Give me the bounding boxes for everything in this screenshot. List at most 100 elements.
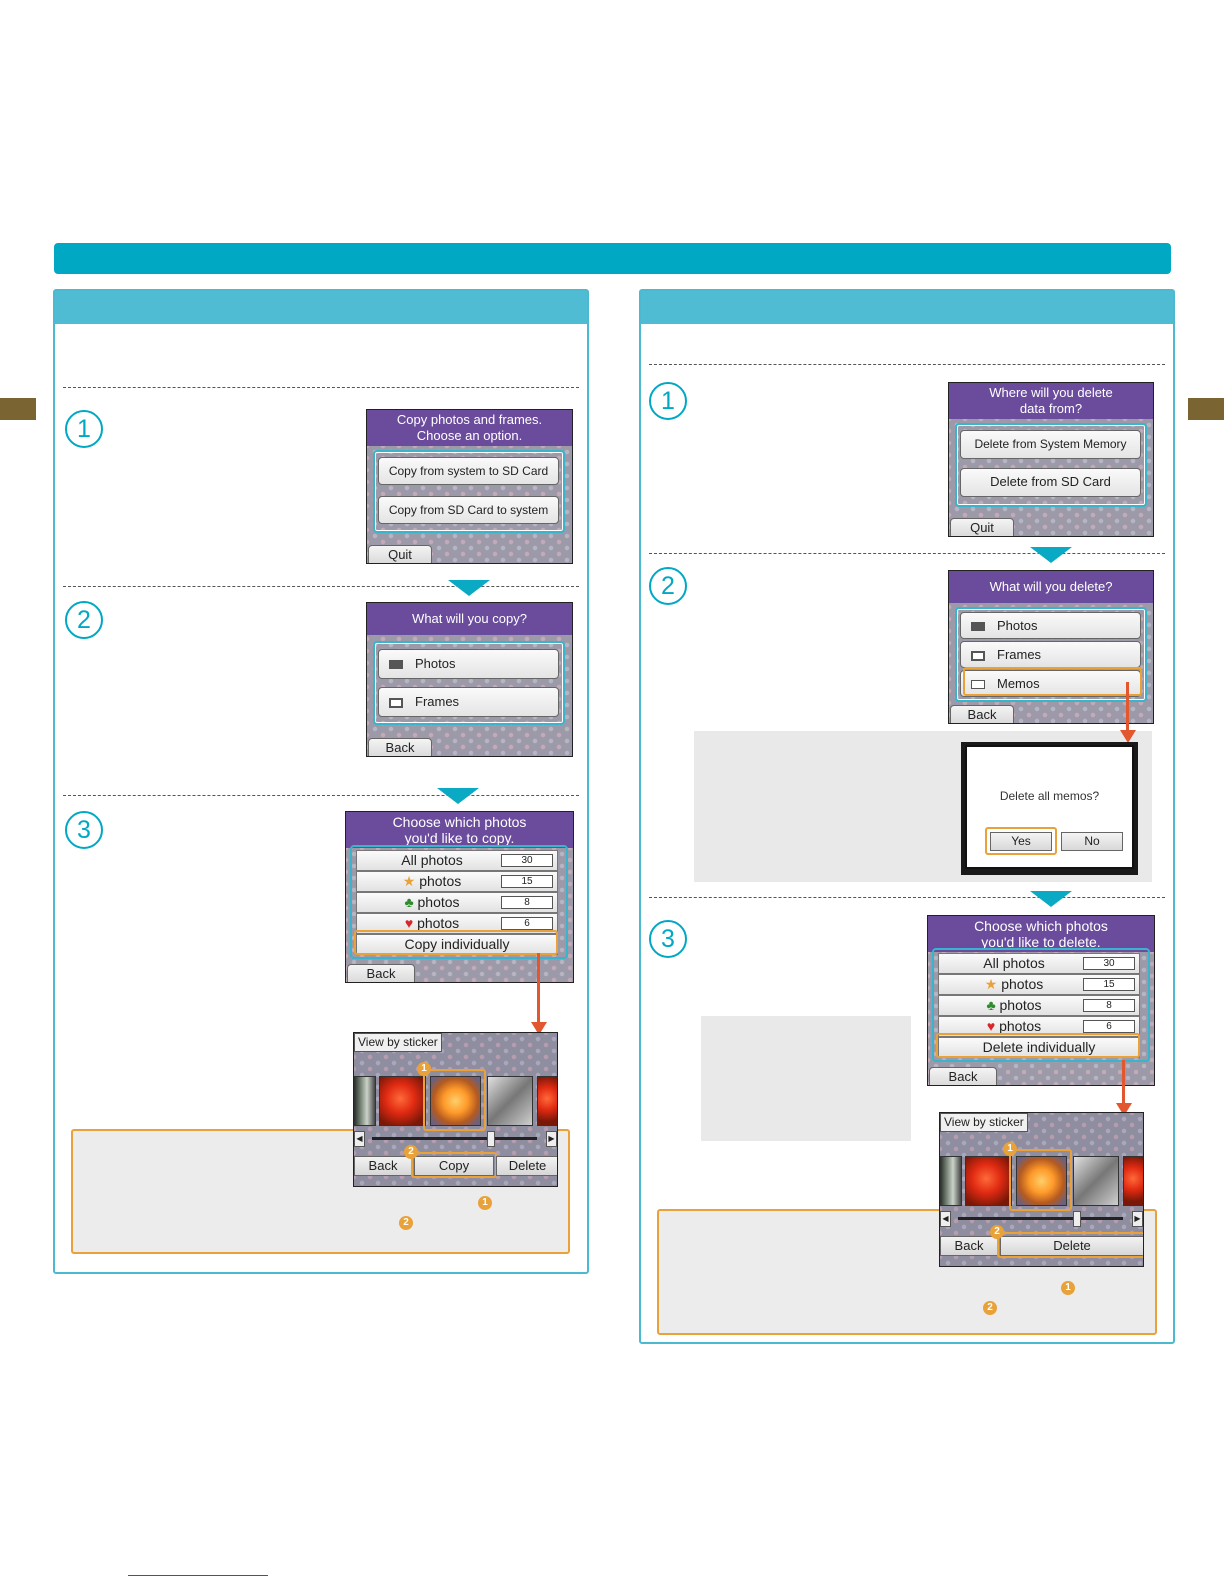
memos-option[interactable]: Memos <box>960 670 1141 697</box>
filter-row-club[interactable]: ♣ photos 8 <box>356 892 558 913</box>
copy-viewer-screen: View by sticker 1 ◀ ▶ Back Copy Delete 2 <box>353 1032 558 1187</box>
scroll-left-icon[interactable]: ◀ <box>940 1211 951 1227</box>
scroll-slider[interactable] <box>958 1217 1123 1220</box>
note-badge-2: 2 <box>983 1301 997 1315</box>
delete-button[interactable]: Delete <box>496 1156 557 1176</box>
delete-sd-card-button[interactable]: Delete from SD Card <box>960 468 1141 497</box>
selected-photo-thumbnail[interactable] <box>1016 1156 1067 1206</box>
step-number: 1 <box>65 410 103 448</box>
back-button[interactable]: Back <box>368 738 432 756</box>
photo-thumbnail[interactable] <box>354 1076 376 1126</box>
slider-handle[interactable] <box>1073 1211 1081 1227</box>
divider <box>63 387 579 388</box>
filter-row-star[interactable]: ★ photos 15 <box>938 974 1140 995</box>
delete-button[interactable]: Delete <box>1000 1236 1143 1256</box>
divider <box>649 364 1165 365</box>
copy-sd-to-system-button[interactable]: Copy from SD Card to system <box>378 496 559 524</box>
photo-thumbnail[interactable] <box>537 1076 557 1126</box>
callout-badge-2: 2 <box>990 1225 1004 1239</box>
back-button[interactable]: Back <box>354 1156 412 1176</box>
photos-option[interactable]: Photos <box>960 612 1141 639</box>
screen-header: What will you copy? <box>367 603 572 635</box>
photos-option[interactable]: Photos <box>378 649 559 679</box>
row-label-wrap: ♥ photos <box>357 914 507 933</box>
photo-thumbnail[interactable] <box>1123 1156 1143 1206</box>
row-count: 15 <box>501 875 553 888</box>
copy-system-to-sd-button[interactable]: Copy from system to SD Card <box>378 457 559 485</box>
row-label-wrap: ★ photos <box>939 975 1089 994</box>
back-button[interactable]: Back <box>347 964 415 982</box>
callout-badge-2: 2 <box>404 1145 418 1159</box>
copy-button[interactable]: Copy <box>414 1156 494 1176</box>
row-label: All photos <box>401 852 463 868</box>
down-arrow-icon <box>448 580 490 596</box>
filter-row-heart[interactable]: ♥ photos 6 <box>938 1016 1140 1037</box>
photo-thumbnail[interactable] <box>487 1076 533 1126</box>
quit-button[interactable]: Quit <box>368 545 432 563</box>
back-button[interactable]: Back <box>929 1067 997 1085</box>
back-button[interactable]: Back <box>940 1236 998 1256</box>
screen-header: Choose which photos you'd like to copy. <box>346 812 573 848</box>
selection-highlight <box>423 1069 486 1131</box>
no-button[interactable]: No <box>1061 832 1123 851</box>
slider-handle[interactable] <box>487 1131 495 1147</box>
down-arrow-icon <box>437 788 479 804</box>
delete-panel-header <box>641 291 1173 324</box>
down-arrow-icon <box>1030 891 1072 907</box>
row-count: 6 <box>1083 1020 1135 1033</box>
row-count: 8 <box>1083 999 1135 1012</box>
row-count: 30 <box>1083 957 1135 970</box>
right-edge-tab <box>1188 398 1224 420</box>
scroll-left-icon[interactable]: ◀ <box>354 1131 365 1147</box>
row-label: photos <box>999 1018 1042 1034</box>
filter-row-club[interactable]: ♣ photos 8 <box>938 995 1140 1016</box>
step-number: 3 <box>649 920 687 958</box>
delete-info-box <box>701 1016 911 1141</box>
filter-row-all[interactable]: All photos 30 <box>356 850 558 871</box>
arrow-line <box>537 953 540 1023</box>
delete-button-highlight <box>997 1232 1143 1258</box>
note-badge-1: 1 <box>478 1196 492 1210</box>
viewer-title: View by sticker <box>354 1033 442 1052</box>
heart-sticker-icon: ♥ <box>404 915 414 931</box>
photo-thumbnail[interactable] <box>940 1156 962 1206</box>
scroll-right-icon[interactable]: ▶ <box>1132 1211 1143 1227</box>
note-badge-1: 1 <box>1061 1281 1075 1295</box>
quit-button[interactable]: Quit <box>950 518 1014 536</box>
selection-highlight <box>1009 1149 1072 1211</box>
footer-link-underline[interactable] <box>128 1575 268 1576</box>
memos-highlight <box>963 667 1142 696</box>
screen-header: Where will you delete data from? <box>949 383 1153 419</box>
row-count: 15 <box>1083 978 1135 991</box>
back-button[interactable]: Back <box>950 705 1014 723</box>
delete-individually-option[interactable]: Delete individually <box>938 1037 1140 1058</box>
delete-system-memory-button[interactable]: Delete from System Memory <box>960 430 1141 459</box>
frames-option[interactable]: Frames <box>378 687 559 717</box>
callout-badge-1: 1 <box>417 1062 431 1076</box>
filter-row-all[interactable]: All photos 30 <box>938 953 1140 974</box>
selected-photo-thumbnail[interactable] <box>430 1076 481 1126</box>
scroll-slider[interactable] <box>372 1137 537 1140</box>
copy-type-screen: What will you copy? Photos Frames Back <box>366 602 573 757</box>
yes-button[interactable]: Yes <box>990 832 1052 851</box>
options-highlight <box>373 450 565 533</box>
photo-thumbnail[interactable] <box>1073 1156 1119 1206</box>
photo-thumbnail[interactable] <box>965 1156 1012 1206</box>
row-label: photos <box>419 873 462 889</box>
left-edge-tab <box>0 398 36 420</box>
screen-header: Choose which photos you'd like to delete… <box>928 916 1154 952</box>
copy-button-highlight <box>411 1152 497 1178</box>
viewer-title: View by sticker <box>940 1113 1028 1132</box>
row-label-wrap: ♥ photos <box>939 1017 1089 1036</box>
step-number: 3 <box>65 811 103 849</box>
copy-options-screen: Copy photos and frames. Choose an option… <box>366 409 573 564</box>
divider <box>63 586 579 587</box>
individually-highlight <box>936 1033 1140 1058</box>
frames-option[interactable]: Frames <box>960 641 1141 668</box>
filter-row-heart[interactable]: ♥ photos 6 <box>356 913 558 934</box>
memos-label: Memos <box>997 676 1040 691</box>
photo-thumbnail[interactable] <box>379 1076 426 1126</box>
filter-row-star[interactable]: ★ photos 15 <box>356 871 558 892</box>
scroll-right-icon[interactable]: ▶ <box>546 1131 557 1147</box>
step-number: 1 <box>649 382 687 420</box>
